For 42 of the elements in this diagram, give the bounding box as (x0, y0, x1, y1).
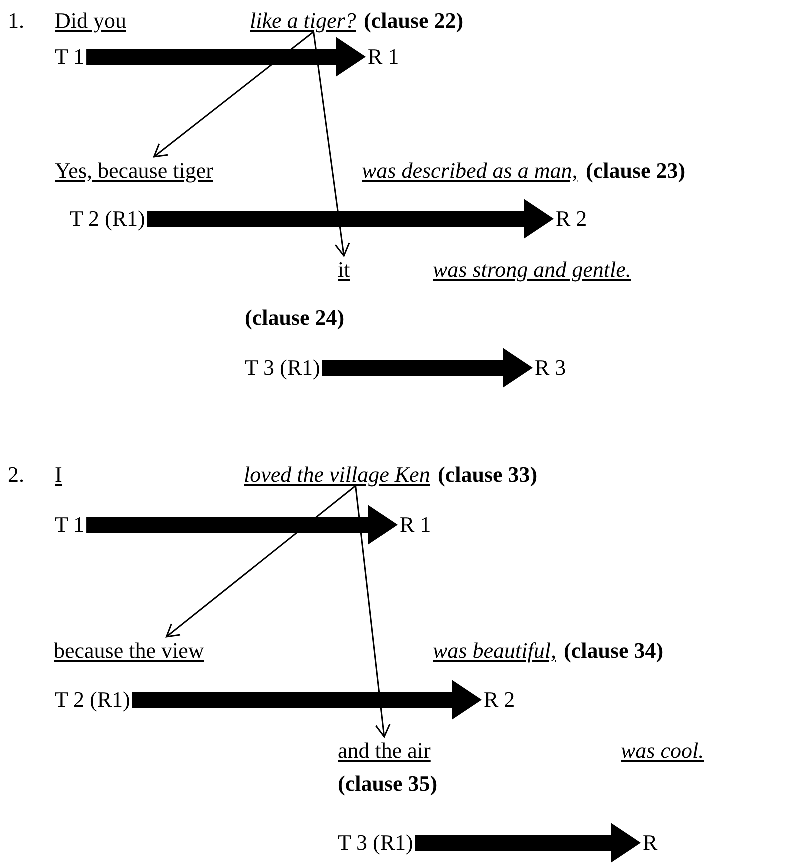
rheme-text: was described as a man, (362, 158, 578, 184)
clause-label: (clause 24) (245, 305, 345, 331)
theme-rheme-label: T 2 (R1) (55, 687, 130, 713)
item-number: 2. (8, 462, 24, 488)
theme-rheme-label: T 3 (R1) (338, 830, 414, 856)
theme-text: I (55, 462, 62, 488)
arrow (355, 486, 391, 738)
block-arrow (322, 348, 533, 388)
theme-rheme-label: T 2 (R1) (70, 206, 146, 232)
rheme-text: loved the village Ken (244, 462, 430, 488)
theme-rheme-label: R 1 (368, 44, 400, 70)
block-arrow (415, 823, 641, 863)
theme-rheme-label: R 3 (535, 355, 566, 381)
theme-rheme-label: R 2 (556, 206, 588, 232)
theme-text: Yes, because tiger (55, 158, 214, 184)
theme-text: and the air (338, 738, 431, 764)
rheme-text: like a tiger? (250, 8, 356, 34)
theme-rheme-label: R (643, 830, 658, 856)
arrow (166, 485, 356, 638)
theme-rheme-label: R 1 (400, 512, 432, 538)
arrow (313, 32, 350, 257)
item-number: 1. (8, 8, 24, 34)
theme-rheme-label: R 2 (484, 687, 516, 713)
theme-rheme-label: T 1 (55, 44, 85, 70)
block-arrow (86, 505, 398, 545)
block-arrow (132, 680, 482, 720)
theme-text: it (338, 257, 350, 283)
block-arrow (147, 199, 554, 239)
rheme-text: was beautiful, (433, 638, 556, 664)
theme-rheme-label: T 1 (55, 512, 85, 538)
clause-label: (clause 22) (364, 8, 464, 34)
theme-text: because the view (54, 638, 204, 664)
clause-label: (clause 33) (438, 462, 538, 488)
clause-label: (clause 23) (586, 158, 686, 184)
clause-label: (clause 34) (564, 638, 664, 664)
theme-rheme-label: T 3 (R1) (245, 355, 320, 381)
block-arrow (86, 37, 366, 77)
arrow (153, 31, 314, 158)
rheme-text: was strong and gentle. (433, 257, 632, 283)
theme-text: Did you (55, 8, 126, 34)
clause-label: (clause 35) (338, 771, 438, 797)
rheme-text: was cool. (621, 738, 704, 764)
